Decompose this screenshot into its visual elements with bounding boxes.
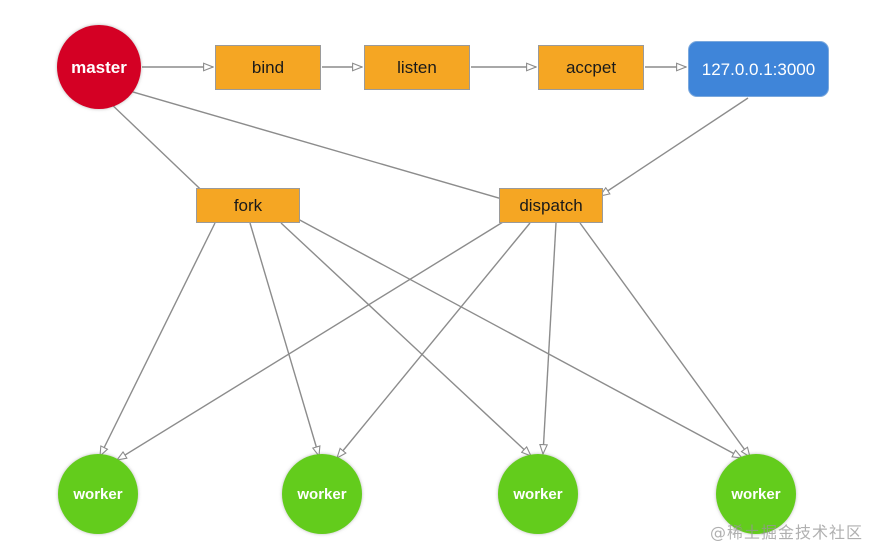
node-listen[interactable]: listen: [364, 45, 470, 90]
edge-dispatch-to-worker4: [579, 222, 750, 457]
node-worker-2[interactable]: worker: [282, 454, 362, 534]
edge-dispatch-to-worker1: [117, 221, 504, 460]
node-dispatch[interactable]: dispatch: [499, 188, 603, 223]
node-master-label: master: [71, 57, 127, 77]
node-worker-1[interactable]: worker: [58, 454, 138, 534]
edge-fork-to-worker1: [100, 222, 216, 456]
edge-fork-to-worker2: [249, 222, 319, 456]
node-worker-2-label: worker: [297, 485, 347, 503]
node-master[interactable]: master: [57, 25, 141, 109]
edge-dispatch-to-worker2: [337, 222, 531, 458]
node-fork[interactable]: fork: [196, 188, 300, 223]
edge-fork-to-worker4: [295, 217, 742, 458]
node-worker-1-label: worker: [73, 485, 123, 503]
edge-fork-to-worker3: [280, 222, 531, 456]
node-worker-4[interactable]: worker: [716, 454, 796, 534]
edges: [100, 67, 750, 460]
node-bind-label: bind: [251, 58, 285, 77]
node-accpet-label: accpet: [565, 58, 617, 77]
watermark: @稀土掘金技术社区: [709, 523, 863, 542]
node-worker-3[interactable]: worker: [498, 454, 578, 534]
edge-master-to-dispatch: [125, 89, 516, 203]
edge-addr-to-dispatch: [600, 97, 749, 196]
node-dispatch-label: dispatch: [519, 196, 583, 215]
node-listen-label: listen: [397, 58, 437, 77]
node-fork-label: fork: [233, 196, 263, 215]
node-accpet[interactable]: accpet: [538, 45, 644, 90]
edge-dispatch-to-worker3: [543, 222, 557, 454]
node-address[interactable]: 127.0.0.1:3000: [688, 41, 829, 97]
node-address-label: 127.0.0.1:3000: [701, 59, 816, 79]
edge-master-to-fork: [106, 99, 217, 205]
node-worker-3-label: worker: [513, 485, 563, 503]
node-bind[interactable]: bind: [215, 45, 321, 90]
node-worker-4-label: worker: [731, 485, 781, 503]
